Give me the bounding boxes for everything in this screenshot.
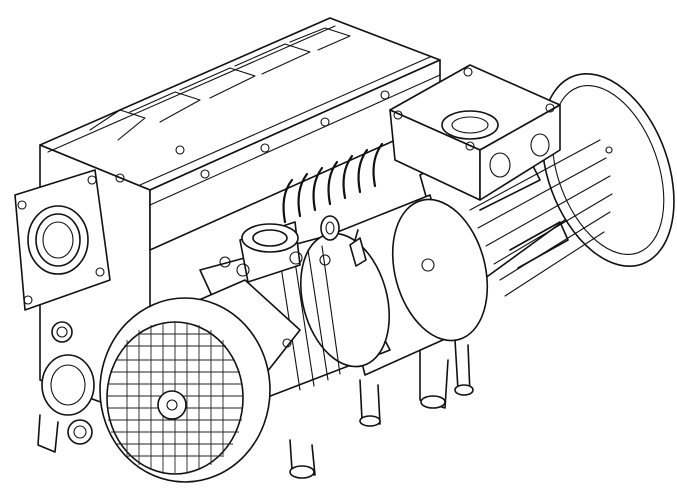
- sight-glass: [37, 321, 95, 453]
- fan-grille: [107, 322, 243, 473]
- pump-feet: [289, 379, 381, 479]
- pump-body: [199, 215, 391, 401]
- terminal-box: [389, 64, 561, 201]
- fan-cover: [99, 279, 301, 483]
- cooling-fins: [282, 142, 384, 224]
- exhaust-port: [14, 169, 111, 311]
